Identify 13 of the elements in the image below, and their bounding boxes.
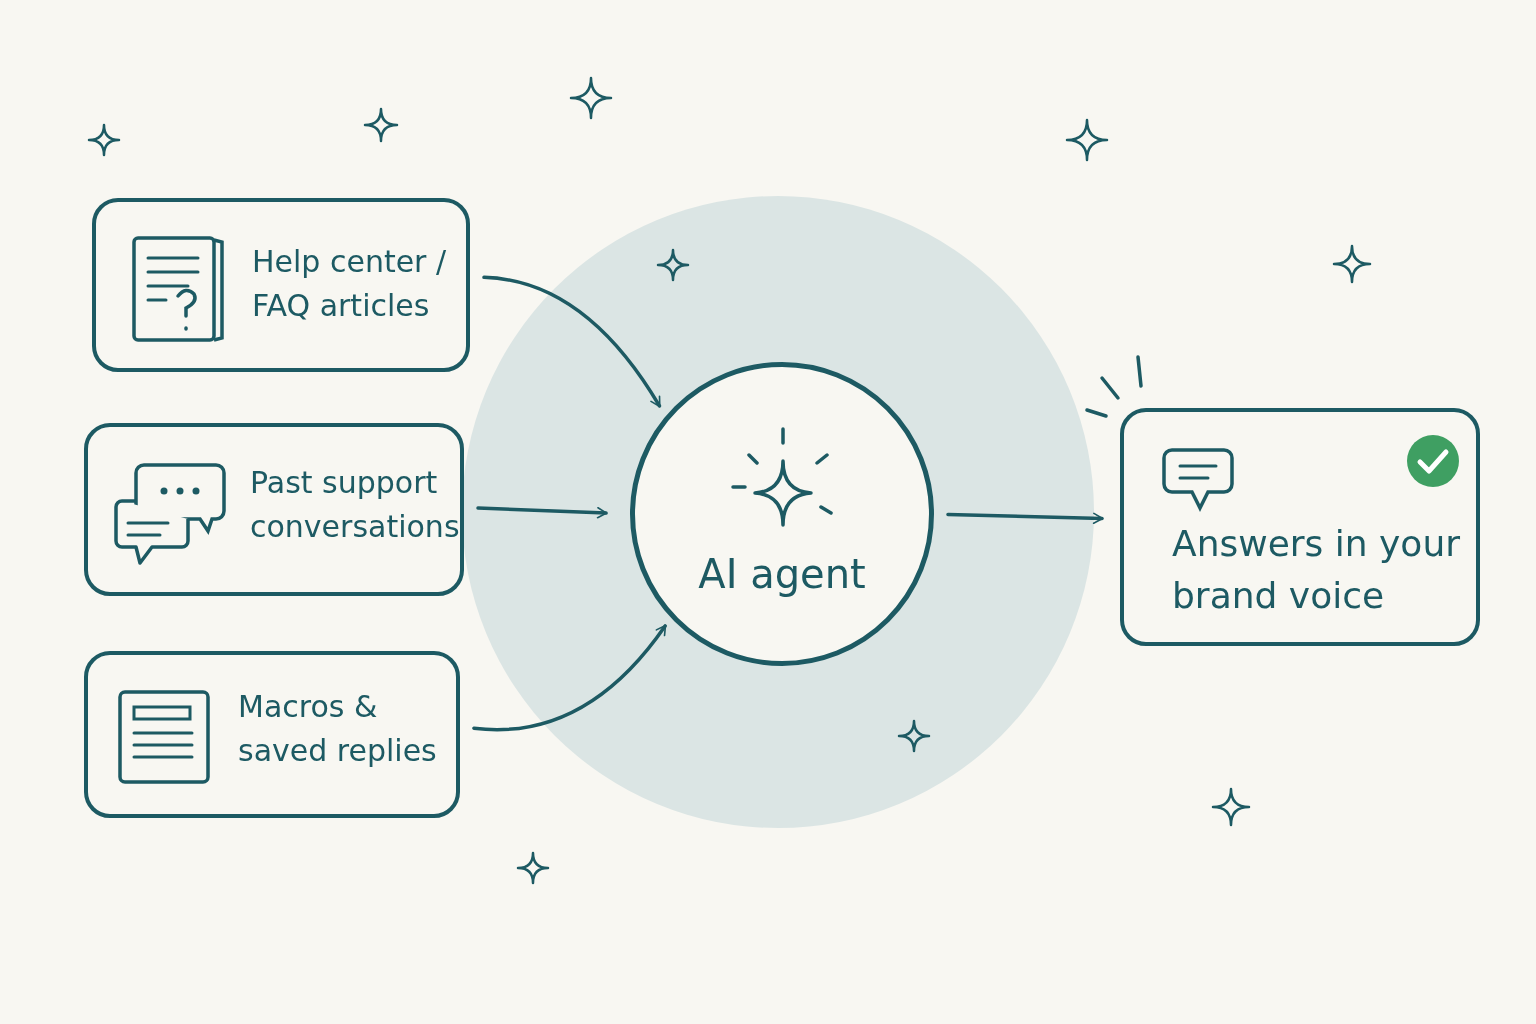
- node-label: Answers in your brand voice: [1172, 522, 1461, 619]
- source-box: [84, 423, 464, 596]
- node-label: Help center / FAQ articles: [252, 243, 448, 325]
- source-box: [92, 198, 470, 372]
- arrow: [476, 506, 608, 519]
- arrow: [482, 275, 662, 408]
- node-label: Past support conversations: [250, 464, 460, 546]
- node-label: AI agent: [697, 550, 867, 599]
- arrow: [946, 512, 1104, 525]
- node-label: Macros & saved replies: [238, 688, 438, 770]
- arrow: [472, 624, 667, 732]
- output-box: [1120, 408, 1480, 646]
- source-box: [84, 651, 460, 818]
